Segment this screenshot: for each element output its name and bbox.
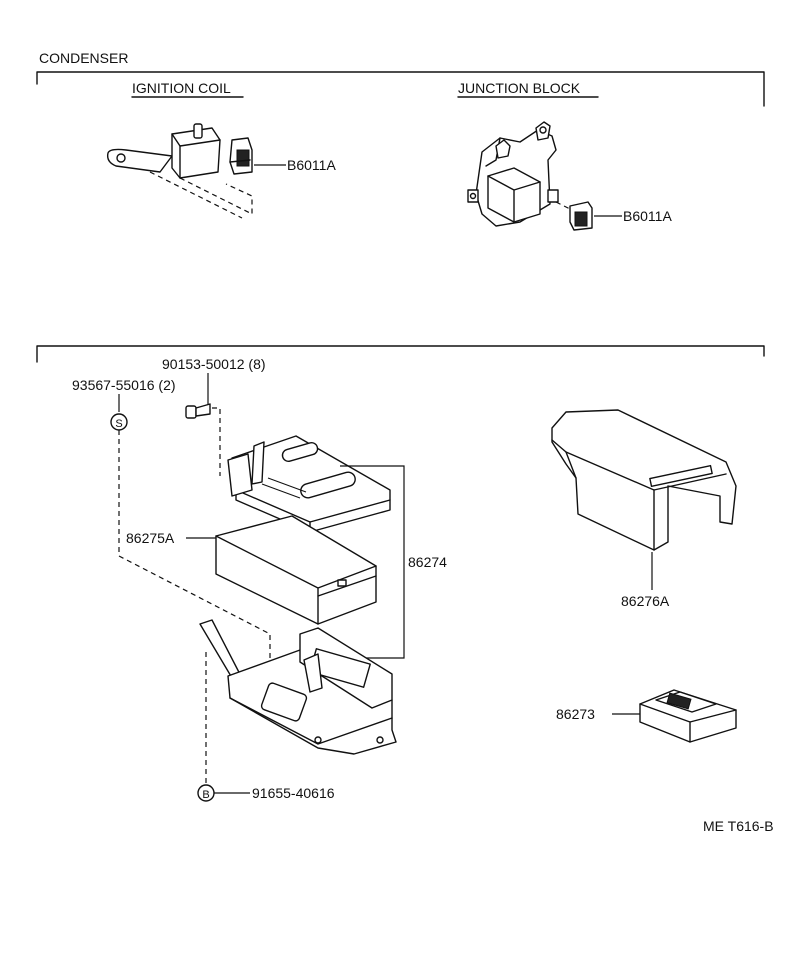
label-condenser-coil: B6011A	[287, 157, 336, 173]
figure-code: ME T616-B	[703, 818, 774, 834]
ignition-coil-drawing	[106, 123, 253, 219]
screw-dashed-line	[118, 430, 271, 668]
leader-bracket-assembly	[340, 465, 405, 659]
label-screw: 93567-55016 (2)	[72, 377, 176, 393]
junction-block-drawing	[467, 121, 573, 227]
bolt-part	[185, 403, 211, 419]
outer-cover-part	[551, 409, 737, 551]
condenser-junction-part	[569, 201, 593, 231]
module-part	[639, 689, 737, 743]
section-title: CONDENSER	[39, 50, 128, 66]
condenser-coil-part	[229, 137, 253, 175]
upper-bracket-plate	[227, 435, 391, 533]
label-grommet: 91655-40616	[252, 785, 335, 801]
lower-bracket-plate	[199, 619, 397, 755]
bolt-dashed-line	[212, 407, 221, 476]
label-outer-cover: 86276A	[621, 593, 670, 609]
grommet-marker-letter: B	[202, 789, 209, 801]
top-section-bracket	[36, 71, 765, 107]
label-inner-cover: 86275A	[126, 530, 175, 546]
lower-section-bracket	[36, 345, 765, 363]
inner-cover-part	[215, 515, 377, 625]
label-condenser-junction: B6011A	[623, 208, 672, 224]
label-module: 86273	[556, 706, 595, 722]
label-bracket-assembly: 86274	[408, 554, 447, 570]
label-bolt: 90153-50012 (8)	[162, 356, 266, 372]
screw-marker-letter: S	[115, 418, 122, 430]
heading-junction-block: JUNCTION BLOCK	[458, 80, 581, 96]
heading-ignition-coil: IGNITION COIL	[132, 80, 231, 96]
